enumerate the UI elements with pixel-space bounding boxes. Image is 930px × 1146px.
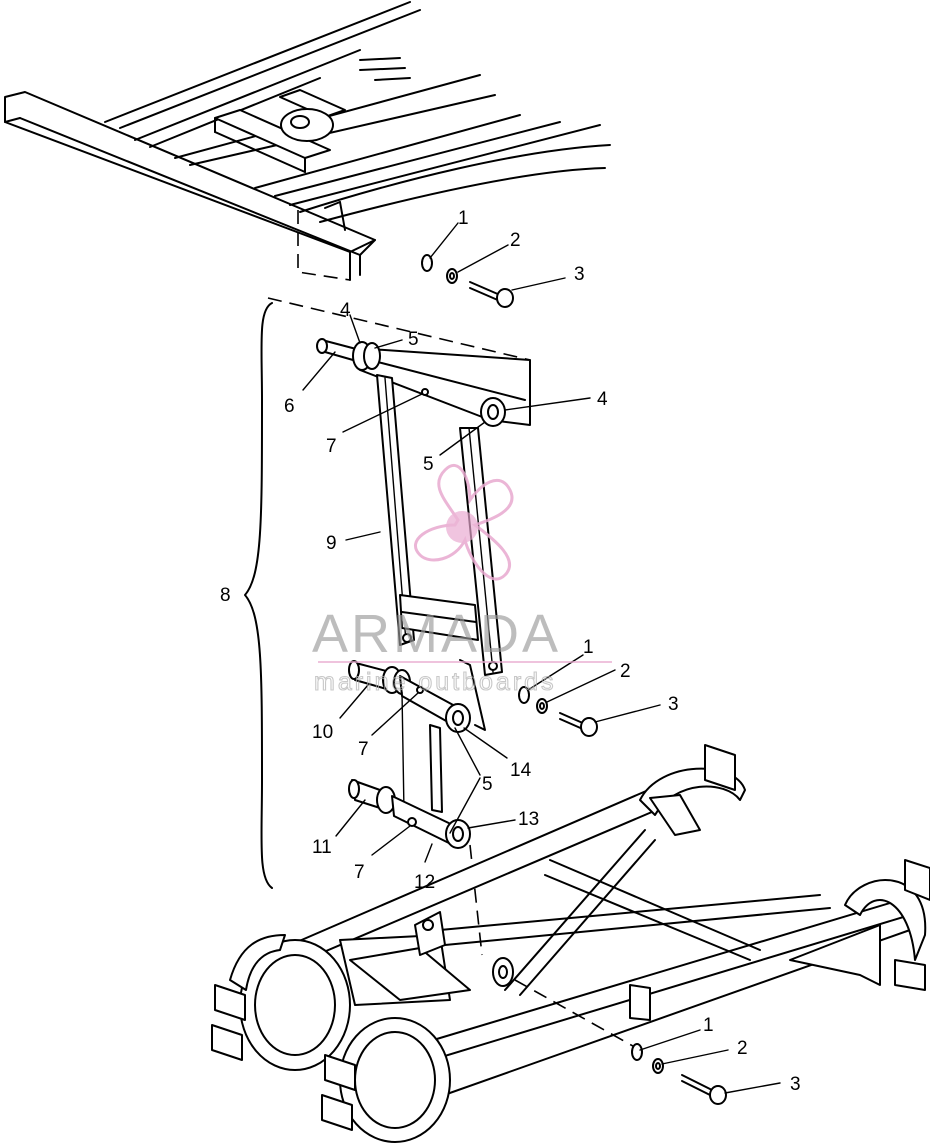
callout-arm-6: 6 <box>284 396 295 417</box>
callout-pin-12: 12 <box>414 872 435 893</box>
callout-pin-5c: 5 <box>482 774 493 795</box>
callout-bot-3: 3 <box>790 1074 801 1095</box>
assembly-bracket <box>244 302 273 889</box>
bottom-frame <box>211 744 930 1143</box>
callout-pin-10: 10 <box>312 722 333 743</box>
leader-lines <box>302 222 781 1094</box>
pin-set <box>348 660 483 956</box>
fasteners-bottom <box>631 1043 727 1105</box>
callout-assembly-8: 8 <box>220 585 231 606</box>
watermark-brand: ARMADA <box>312 604 561 664</box>
callout-pin-13: 13 <box>518 809 539 830</box>
callout-top-2: 2 <box>510 230 521 251</box>
callout-mid-3: 3 <box>668 694 679 715</box>
callout-arm-4b: 4 <box>597 389 608 410</box>
callout-labels: 1 2 3 4 5 6 4 7 5 9 8 1 2 3 10 7 14 5 11… <box>220 208 801 1095</box>
fasteners-top <box>421 254 514 308</box>
callout-arm-5a: 5 <box>408 329 419 350</box>
fasteners-mid <box>518 686 598 737</box>
callout-top-3: 3 <box>574 264 585 285</box>
callout-bot-2: 2 <box>737 1038 748 1059</box>
callout-arm-5b: 5 <box>423 454 434 475</box>
callout-pin-14: 14 <box>510 760 532 781</box>
callout-pin-7c: 7 <box>354 862 365 883</box>
callout-pin-7b: 7 <box>358 739 369 760</box>
callout-pin-11: 11 <box>312 837 332 858</box>
callout-arm-4a: 4 <box>340 300 351 321</box>
callout-bot-1: 1 <box>703 1015 714 1036</box>
callout-arm-7a: 7 <box>326 436 337 457</box>
callout-mid-2: 2 <box>620 661 631 682</box>
propeller-logo-icon <box>414 463 514 581</box>
callout-mid-1: 1 <box>583 637 594 658</box>
callout-top-1: 1 <box>458 208 469 229</box>
watermark: ARMADA marine outboards <box>312 463 612 697</box>
watermark-tagline: marine outboards <box>314 668 557 696</box>
callout-arm-9: 9 <box>326 533 337 554</box>
top-frame <box>4 1 611 361</box>
